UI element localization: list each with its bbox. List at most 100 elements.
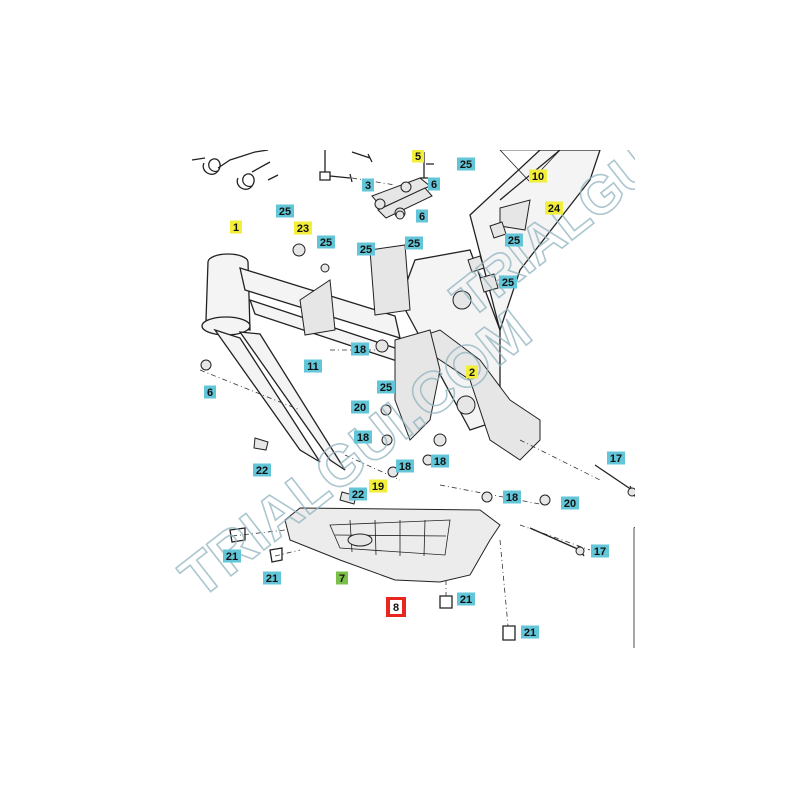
- part-tag-p17b: 17: [591, 544, 609, 558]
- part-tag-label: 5: [415, 151, 421, 163]
- part-tag-p19: 19: [369, 479, 387, 493]
- part-tag-box: [428, 177, 440, 191]
- part-tag-p18b: 18: [354, 430, 372, 444]
- part-tag-label: 22: [256, 465, 268, 477]
- part-tag-p20b: 20: [561, 496, 579, 510]
- part-tag-p25g: 25: [405, 236, 423, 250]
- part-tag-box: [336, 571, 348, 585]
- part-tag-p25h: 25: [377, 380, 395, 394]
- part-tag-label: 20: [564, 498, 576, 510]
- part-tag-label: 25: [508, 235, 520, 247]
- part-tag-p25f: 25: [357, 242, 375, 256]
- part-tag-p6c: 6: [204, 385, 216, 399]
- frame-exploded-diagram: TRIALGUI.COM TRIALGUI.COM 52536610242525…: [167, 150, 635, 648]
- part-tag-box: [607, 451, 625, 465]
- part-tag-label: 21: [266, 573, 278, 585]
- part-tag-p25b: 25: [505, 233, 523, 247]
- part-tag-p25d: 25: [276, 204, 294, 218]
- part-tag-box: [431, 454, 449, 468]
- part-tag-p7: 7: [336, 571, 348, 585]
- part-tag-box: [230, 220, 242, 234]
- side-bracket-icon: [633, 526, 635, 648]
- part-tag-p10: 10: [529, 169, 547, 183]
- part-tag-label: 23: [297, 223, 309, 235]
- part-tag-box: [357, 242, 375, 256]
- part-tag-box: [377, 380, 395, 394]
- part-tag-label: 19: [372, 481, 384, 493]
- part-tag-box: [276, 204, 294, 218]
- part-tag-label: 6: [207, 387, 213, 399]
- part-tag-box: [521, 625, 539, 639]
- spring-clips-icon: [191, 150, 279, 190]
- part-tag-box: [466, 365, 478, 379]
- part-tag-label: 25: [380, 382, 392, 394]
- part-tag-label: 18: [399, 461, 411, 473]
- part-tag-p6a: 6: [428, 177, 440, 191]
- part-tag-p21c: 21: [457, 592, 475, 606]
- part-tag-p11: 11: [304, 359, 322, 373]
- part-tag-box: [503, 490, 521, 504]
- part-tag-box: [317, 235, 335, 249]
- part-tag-box: [457, 592, 475, 606]
- part-tag-label: 8: [393, 602, 399, 614]
- part-tag-label: 20: [354, 402, 366, 414]
- part-tag-label: 25: [502, 277, 514, 289]
- part-tag-box: [505, 233, 523, 247]
- part-tag-box: [354, 430, 372, 444]
- part-tag-label: 25: [408, 238, 420, 250]
- part-tag-box: [351, 342, 369, 356]
- part-tag-box: [304, 359, 322, 373]
- part-tag-label: 25: [279, 206, 291, 218]
- part-tag-box: [457, 157, 475, 171]
- part-tag-box: [416, 209, 428, 223]
- part-tag-label: 25: [460, 159, 472, 171]
- part-tag-box: [351, 400, 369, 414]
- part-tag-p22b: 22: [349, 487, 367, 501]
- part-tag-label: 21: [524, 627, 536, 639]
- part-tag-p23: 23: [294, 221, 312, 235]
- part-tag-p18d: 18: [431, 454, 449, 468]
- part-tag-box: [204, 385, 216, 399]
- part-tag-box: [223, 549, 241, 563]
- part-tag-p25c: 25: [499, 275, 517, 289]
- part-tag-p8: 8: [386, 597, 406, 617]
- part-tag-label: 18: [506, 492, 518, 504]
- part-tag-label: 18: [354, 344, 366, 356]
- part-tag-p1: 1: [230, 220, 242, 234]
- part-tag-box: [390, 600, 402, 614]
- part-tag-p20a: 20: [351, 400, 369, 414]
- frame-tubes-icon: [201, 150, 601, 471]
- part-tag-p25a: 25: [457, 157, 475, 171]
- part-tag-label: 21: [226, 551, 238, 563]
- part-tag-p21a: 21: [223, 549, 241, 563]
- part-tag-box: [294, 221, 312, 235]
- part-tag-p6b: 6: [416, 209, 428, 223]
- part-tag-box: [561, 496, 579, 510]
- part-tag-box: [362, 178, 374, 192]
- part-tag-box: [396, 459, 414, 473]
- part-tag-label: 2: [469, 367, 475, 379]
- part-tag-box: [369, 479, 387, 493]
- part-tag-p21d: 21: [521, 625, 539, 639]
- part-tag-box: [405, 236, 423, 250]
- part-tag-label: 25: [360, 244, 372, 256]
- part-tag-p24: 24: [545, 201, 563, 215]
- part-tag-box: [263, 571, 281, 585]
- part-tag-label: 10: [532, 171, 544, 183]
- part-tag-box: [349, 487, 367, 501]
- part-tag-box: [545, 201, 563, 215]
- part-tag-box: [499, 275, 517, 289]
- part-tag-label: 6: [431, 179, 437, 191]
- part-tag-label: 18: [357, 432, 369, 444]
- part-tag-label: 21: [460, 594, 472, 606]
- part-tag-p18e: 18: [503, 490, 521, 504]
- part-tag-p17a: 17: [607, 451, 625, 465]
- part-tag-box: [591, 544, 609, 558]
- part-tag-p5: 5: [412, 150, 424, 163]
- part-tag-label: 24: [548, 203, 561, 215]
- part-tag-label: 11: [307, 361, 319, 373]
- part-tag-label: 25: [320, 237, 332, 249]
- skid-plate-icon: [229, 507, 516, 641]
